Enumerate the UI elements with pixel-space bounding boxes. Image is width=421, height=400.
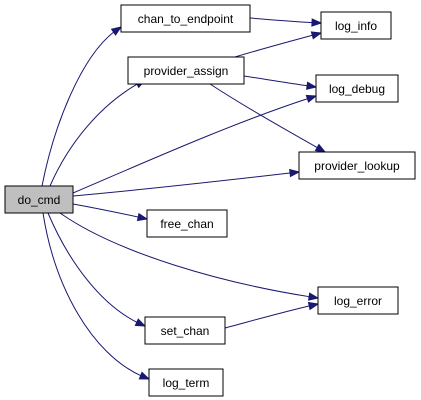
- arrowhead-icon: [307, 301, 320, 311]
- edge-do-cmd-to-provider-lookup: [72, 168, 301, 197]
- arrowhead-icon: [134, 318, 147, 327]
- arrowhead-icon: [310, 31, 323, 40]
- edge-layer: [41, 17, 327, 380]
- node-log-error-label: log_error: [334, 294, 382, 308]
- edge-do-cmd-to-free-chan: [72, 203, 149, 222]
- node-provider-assign-label: provider_assign: [144, 64, 229, 78]
- node-do-cmd[interactable]: do_cmd: [4, 185, 74, 214]
- node-chan-to-endpoint[interactable]: chan_to_endpoint: [120, 4, 251, 33]
- node-log-term[interactable]: log_term: [148, 368, 224, 397]
- edge-do-cmd-to-log-term: [42, 212, 151, 380]
- edge-chan-to-endpoint-to-log-info: [249, 17, 323, 27]
- edge-do-cmd-to-log-debug: [72, 94, 318, 194]
- arrowhead-icon: [289, 168, 301, 178]
- node-log-info[interactable]: log_info: [320, 11, 392, 40]
- node-set-chan[interactable]: set_chan: [144, 316, 226, 345]
- arrowhead-icon: [306, 81, 318, 90]
- edge-provider-assign-to-provider-lookup: [209, 83, 327, 153]
- arrowhead-icon: [138, 371, 151, 380]
- arrowhead-icon: [136, 212, 149, 222]
- edge-provider-assign-to-log-info: [234, 31, 323, 58]
- node-free-chan[interactable]: free_chan: [146, 209, 228, 238]
- arrowhead-icon: [307, 292, 320, 301]
- edge-do-cmd-to-provider-assign: [49, 79, 147, 187]
- edge-provider-assign-to-log-debug: [243, 75, 318, 90]
- arrowhead-icon: [311, 18, 323, 27]
- node-free-chan-label: free_chan: [160, 217, 213, 231]
- edge-do-cmd-to-set-chan: [47, 212, 147, 327]
- node-log-debug[interactable]: log_debug: [315, 74, 399, 103]
- node-set-chan-label: set_chan: [161, 324, 210, 338]
- node-log-debug-label: log_debug: [329, 82, 385, 96]
- edge-do-cmd-to-log-error: [59, 212, 320, 301]
- node-chan-to-endpoint-label: chan_to_endpoint: [138, 12, 234, 26]
- node-do-cmd-label: do_cmd: [18, 193, 61, 207]
- arrowhead-icon: [305, 94, 318, 103]
- node-provider-lookup-label: provider_lookup: [314, 159, 400, 173]
- arrowhead-icon: [110, 26, 123, 36]
- edge-set-chan-to-log-error: [224, 301, 320, 329]
- edge-do-cmd-to-chan-to-endpoint: [41, 26, 123, 187]
- arrowhead-icon: [314, 143, 327, 153]
- node-log-info-label: log_info: [335, 19, 377, 33]
- node-log-term-label: log_term: [163, 376, 210, 390]
- node-log-error[interactable]: log_error: [317, 286, 399, 315]
- node-provider-assign[interactable]: provider_assign: [127, 56, 245, 85]
- node-provider-lookup[interactable]: provider_lookup: [298, 151, 416, 180]
